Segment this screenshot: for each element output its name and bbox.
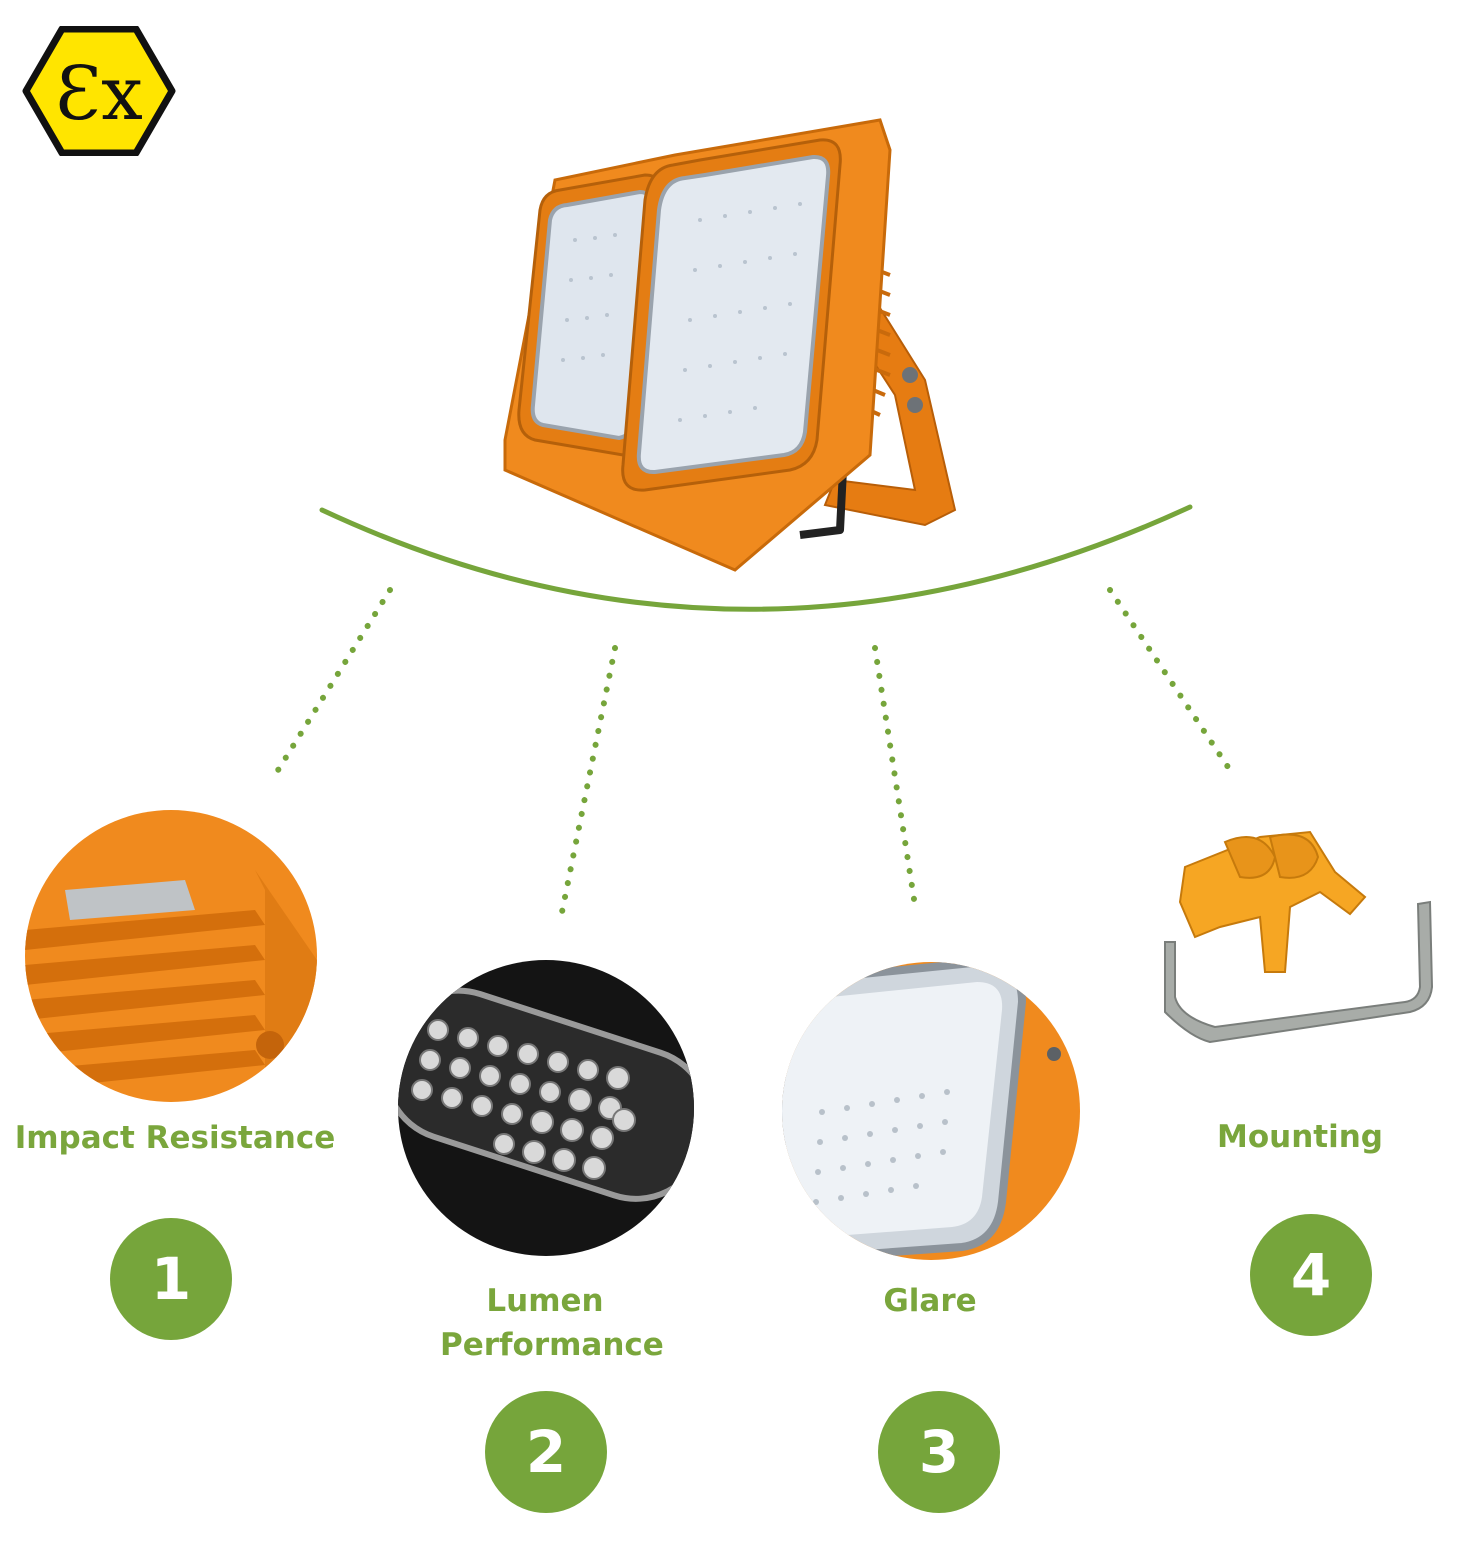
feature-number-3: 3 bbox=[878, 1391, 1000, 1513]
feature-label-glare: Glare bbox=[883, 1283, 977, 1319]
feature-number-2: 2 bbox=[485, 1391, 607, 1513]
feature-label-mounting: Mounting bbox=[1217, 1119, 1383, 1155]
led-array-closeup-icon bbox=[398, 960, 694, 1256]
feature-number-1: 1 bbox=[110, 1218, 232, 1340]
ex-badge-icon: Ɛx bbox=[22, 26, 176, 156]
mounting-bracket-icon bbox=[1160, 822, 1440, 1052]
floodlight-product-image bbox=[495, 110, 965, 580]
feature-label-lumen-performance: Lumen Performance bbox=[440, 1283, 664, 1363]
heatsink-fins-closeup-icon bbox=[25, 810, 317, 1102]
feature-label-impact-resistance: Impact Resistance bbox=[14, 1120, 336, 1156]
feature-number-4: 4 bbox=[1250, 1214, 1372, 1336]
ex-badge-text: Ɛx bbox=[55, 51, 143, 137]
lens-diffuser-closeup-icon bbox=[782, 962, 1080, 1260]
